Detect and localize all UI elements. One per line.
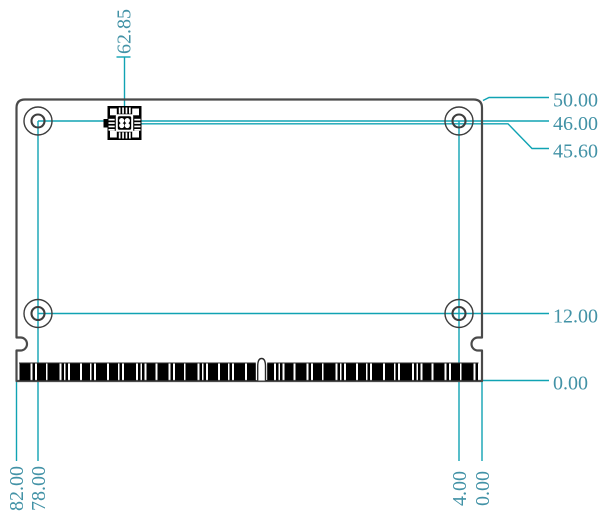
connector-pad: [372, 363, 383, 381]
chip-footprint: [103, 106, 142, 140]
connector-pad: [276, 363, 279, 381]
dim-label-0-00-bottom: 0.00: [472, 471, 494, 506]
connector-pad: [65, 363, 68, 381]
connector-pad: [47, 363, 60, 381]
connector-pad: [208, 363, 218, 381]
connector-pad: [234, 363, 245, 381]
chip-pin1-mark: [103, 119, 108, 128]
board-outline-group: [15, 98, 484, 383]
chip-corner-pad: [132, 108, 139, 116]
dim-label-78-00: 78.00: [28, 466, 50, 511]
connector-pad: [82, 363, 90, 381]
connector-pad: [32, 363, 35, 381]
connector-pad: [358, 363, 366, 381]
connector-pad: [61, 363, 64, 381]
connector-pad: [91, 363, 94, 381]
connector-pad: [170, 363, 173, 381]
dim-line-45-60: [125, 123, 549, 150]
connector-pad: [395, 363, 398, 381]
chip-corner-pad: [110, 108, 117, 116]
connector-pad: [280, 363, 283, 381]
connector-key-notch: [257, 357, 267, 381]
chip-center-core: [117, 116, 132, 130]
connector-pad: [146, 363, 156, 381]
connector-pad: [142, 363, 145, 381]
connector-pad: [308, 363, 311, 381]
connector-pad: [199, 363, 202, 381]
connector-pad: [157, 363, 169, 381]
connector-pad: [185, 363, 198, 381]
connector-pads: [19, 363, 478, 381]
connector-pad: [337, 363, 340, 381]
dimension-labels: 50.00 46.00 45.60 12.00 0.00 62.85 82.00…: [6, 9, 598, 511]
connector-pad: [323, 363, 336, 381]
connector-pad: [400, 363, 412, 381]
mounting-hole-top-left: [23, 106, 53, 136]
connector-pad: [247, 363, 256, 381]
chip-center-vias: [119, 118, 130, 129]
connector-pad: [229, 363, 232, 381]
connector-pad: [203, 363, 206, 381]
connector-pad: [313, 363, 322, 381]
dim-label-62-85: 62.85: [114, 9, 136, 54]
connector-pad: [461, 363, 474, 381]
connector-pad: [96, 363, 107, 381]
connector-pad: [119, 363, 122, 381]
connector-pad: [475, 363, 478, 381]
connector-pad: [220, 363, 228, 381]
connector-pad: [109, 363, 118, 381]
connector-pad: [70, 363, 80, 381]
connector-pad: [341, 363, 344, 381]
connector-pad: [414, 363, 417, 381]
dim-label-46-00: 46.00: [553, 113, 598, 135]
connector-pad: [284, 363, 294, 381]
edge-connector: [19, 357, 479, 381]
dim-label-4-00: 4.00: [449, 471, 471, 506]
dim-label-12-00: 12.00: [553, 306, 598, 328]
mounting-hole-top-right: [444, 106, 474, 136]
mounting-hole-bottom-left: [23, 298, 53, 329]
dim-label-0-00-right: 0.00: [553, 373, 588, 395]
dim-label-45-60: 45.60: [553, 141, 598, 163]
connector-pad: [433, 363, 445, 381]
dim-label-50-00: 50.00: [553, 90, 598, 112]
chip-corner-pad: [132, 130, 139, 138]
chip-edge-slots: [108, 107, 141, 139]
mounting-holes: [23, 106, 474, 329]
connector-pad: [37, 363, 46, 381]
dim-line-50: [482, 96, 549, 102]
connector-pad: [422, 363, 432, 381]
connector-pad: [418, 363, 421, 381]
connector-pad: [451, 363, 460, 381]
connector-pad: [175, 363, 184, 381]
board-outline: [15, 98, 484, 383]
connector-pad: [124, 363, 136, 381]
connector-pad: [346, 363, 356, 381]
connector-pad: [446, 363, 449, 381]
mounting-hole-bottom-right: [444, 298, 474, 329]
connector-pad: [138, 363, 141, 381]
chip-corner-pad: [110, 130, 117, 138]
connector-pad: [19, 363, 31, 381]
dimension-lines: [15, 56, 549, 461]
connector-pad: [367, 363, 370, 381]
connector-pad: [295, 363, 307, 381]
dim-label-82-00: 82.00: [6, 466, 28, 511]
connector-pad: [385, 363, 394, 381]
